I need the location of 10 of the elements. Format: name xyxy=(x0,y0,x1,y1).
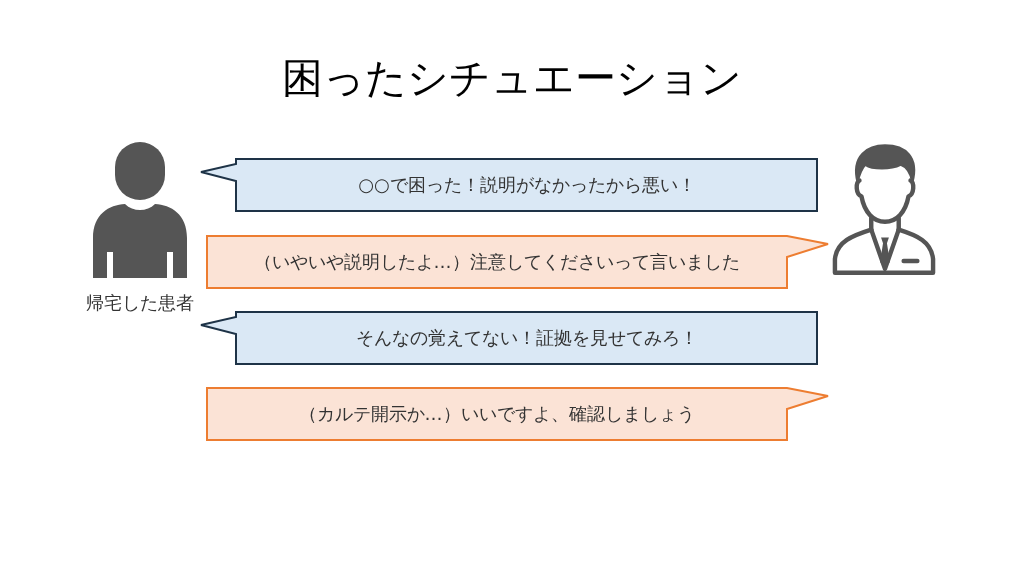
speech-text: （いやいや説明したよ…）注意してくださいって言いました xyxy=(253,250,740,274)
speech-bubble xyxy=(206,387,829,441)
speech-bubble xyxy=(206,235,829,289)
title: 困ったシチュエーション xyxy=(282,53,742,104)
speech-text: ○○で困った！説明がなかったから悪い！ xyxy=(358,173,696,197)
person-caption: 帰宅した患者 xyxy=(86,292,194,313)
speech-bubble xyxy=(200,311,818,365)
speech-text: そんなの覚えてない！証拠を見せてみろ！ xyxy=(356,326,698,350)
speech-text: （カルテ開示か…）いいですよ、確認しましょう xyxy=(298,402,695,426)
speech-bubble xyxy=(200,158,818,212)
